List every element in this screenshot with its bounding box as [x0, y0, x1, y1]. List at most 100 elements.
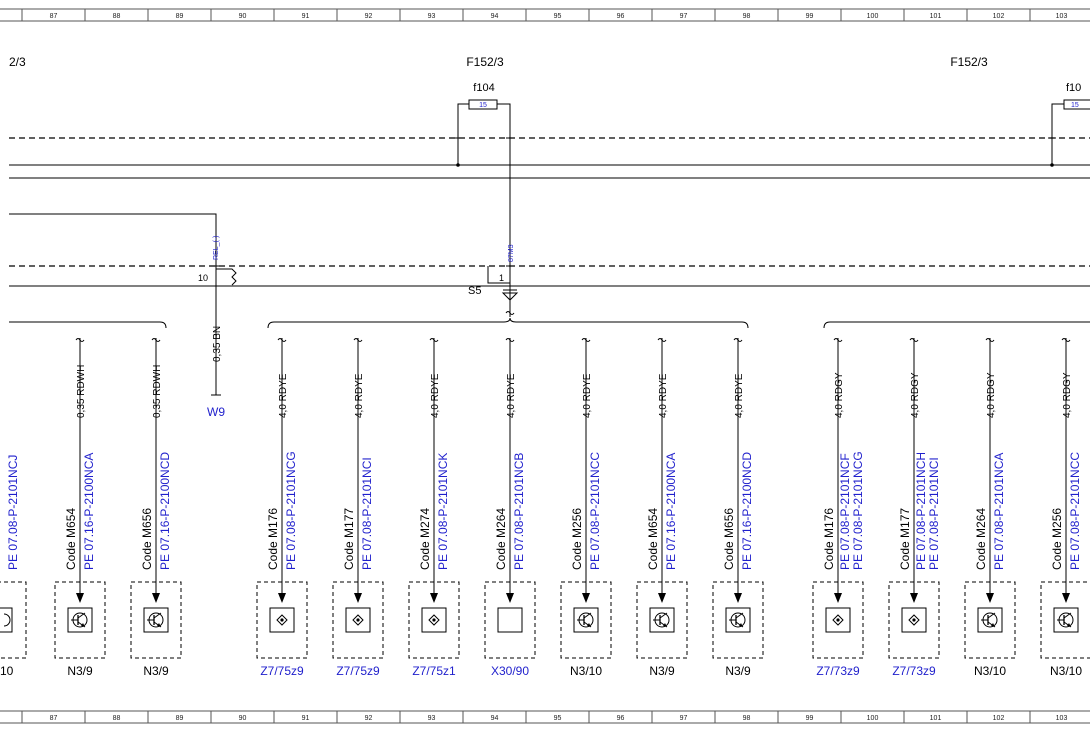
ruler-column-label: 94	[491, 715, 499, 722]
partial-symbol-icon	[3, 613, 11, 627]
component-box	[130, 581, 182, 659]
pe-reference: PE 07.16-P-2100NCD	[740, 452, 754, 570]
component-box	[0, 581, 27, 659]
component-label: N3/10	[1050, 664, 1082, 678]
pe-reference: PE 07.08-P-2101NCF	[838, 453, 852, 570]
pe-reference: PE 07.08-P-2101NCK	[436, 453, 450, 570]
code-label: Code M274	[418, 508, 432, 570]
code-label: Code M264	[494, 508, 508, 570]
code-label: Code M656	[140, 508, 154, 570]
ruler-column-label: 94	[491, 13, 499, 20]
component-label: X30/90	[491, 664, 529, 678]
ruler-column-label: 87	[50, 13, 58, 20]
wire-arrow	[354, 593, 362, 603]
branch: 0,35 RDWH Code M656 PE 07.16-P-2100NCD N3/9	[130, 338, 182, 678]
ruler-column-label: 96	[617, 13, 625, 20]
connector-icon	[908, 614, 920, 626]
component-box	[812, 581, 864, 659]
code-label: Code M176	[266, 508, 280, 570]
wire-label: 4,0 RDYE	[734, 373, 745, 418]
wire-arrow	[734, 593, 742, 603]
transistor-icon	[1057, 612, 1074, 628]
transistor-icon	[71, 612, 88, 628]
component-symbol-frame	[497, 607, 523, 633]
component-label: Z7/75z9	[336, 664, 380, 678]
left-fuse-ref: 2/3	[9, 55, 26, 69]
pe-reference: PE 07.08-P-2101NCJ	[6, 455, 20, 570]
fuse-2-rating: 15	[1071, 102, 1079, 109]
pe-reference: PE 07.16-P-2100NCD	[158, 452, 172, 570]
pe-reference: PE 07.08-P-2101NCB	[512, 453, 526, 570]
component-label: Z7/75z9	[260, 664, 304, 678]
relay-wire: 0,35 BN	[212, 326, 223, 362]
code-label: Code M656	[722, 508, 736, 570]
wire-arrow	[76, 593, 84, 603]
pe-reference: PE 07.08-P-2101NCI	[360, 457, 374, 570]
component-label: N3/9	[143, 664, 169, 678]
ruler-column-label: 89	[176, 13, 184, 20]
component-box	[484, 581, 536, 659]
code-label: Code M176	[822, 508, 836, 570]
wire-arrow	[152, 593, 160, 603]
code-label: Code M654	[64, 508, 78, 570]
wire-arrow	[986, 593, 994, 603]
ruler-column-label: 88	[113, 13, 121, 20]
relay-label: REL_(-)	[213, 235, 220, 260]
wire-label: 4,0 RDYE	[278, 373, 289, 418]
ruler-column-label: 89	[176, 715, 184, 722]
ruler-column-label: 93	[428, 13, 436, 20]
wire-arrow	[658, 593, 666, 603]
splice-label: 87M3	[508, 244, 515, 262]
component-label: 10	[0, 664, 14, 678]
ruler-column-label: 102	[993, 13, 1005, 20]
component-box	[964, 581, 1016, 659]
ruler-column-label: 99	[806, 13, 814, 20]
pe-reference: PE 07.16-P-2100NCA	[82, 453, 96, 570]
component-label: N3/9	[67, 664, 93, 678]
wire-arrow	[910, 593, 918, 603]
pe-reference: PE 07.08-P-2101NCC	[588, 452, 602, 570]
ruler-column-label: 97	[680, 13, 688, 20]
pe-reference: PE 07.08-P-2101NCG	[284, 451, 298, 570]
ruler-column-label: 90	[239, 715, 247, 722]
relay-pin: 10	[198, 273, 208, 283]
wire-label: 4,0 RDYE	[430, 373, 441, 418]
pe-reference: PE 07.08-P-2101NCG	[851, 451, 865, 570]
component-box	[888, 581, 940, 659]
ruler-column-label: 92	[365, 715, 373, 722]
code-label: Code M256	[1050, 508, 1064, 570]
fuse-name-2: f10	[1066, 82, 1081, 94]
connector-icon	[832, 614, 844, 626]
wire-label: 4,0 RDYE	[354, 373, 365, 418]
ruler-column-label: 93	[428, 715, 436, 722]
component-label: N3/10	[974, 664, 1006, 678]
component-box	[560, 581, 612, 659]
component-box	[332, 581, 384, 659]
component-box	[636, 581, 688, 659]
ruler-column-label: 88	[113, 715, 121, 722]
ruler-column-label: 100	[867, 715, 879, 722]
wire-label: 4,0 RDGY	[986, 372, 997, 418]
ruler-column-label: 87	[50, 715, 58, 722]
wire-arrow	[430, 593, 438, 603]
connector-icon	[428, 614, 440, 626]
transistor-icon	[653, 612, 670, 628]
ruler-column-label: 95	[554, 715, 562, 722]
pe-reference: PE 07.16-P-2100NCA	[664, 453, 678, 570]
component-label: N3/9	[725, 664, 751, 678]
fuse-group-label-1: F152/3	[466, 55, 504, 69]
ruler-column-label: 91	[302, 715, 310, 722]
ruler-column-label: 91	[302, 13, 310, 20]
wire-label: 4,0 RDGY	[834, 372, 845, 418]
branch: PE 07.08-P-2101NCJ 10	[0, 455, 27, 678]
wire-label: 4,0 RDYE	[582, 373, 593, 418]
connector-icon	[352, 614, 364, 626]
wire-label: 0,35 RDWH	[152, 365, 163, 418]
